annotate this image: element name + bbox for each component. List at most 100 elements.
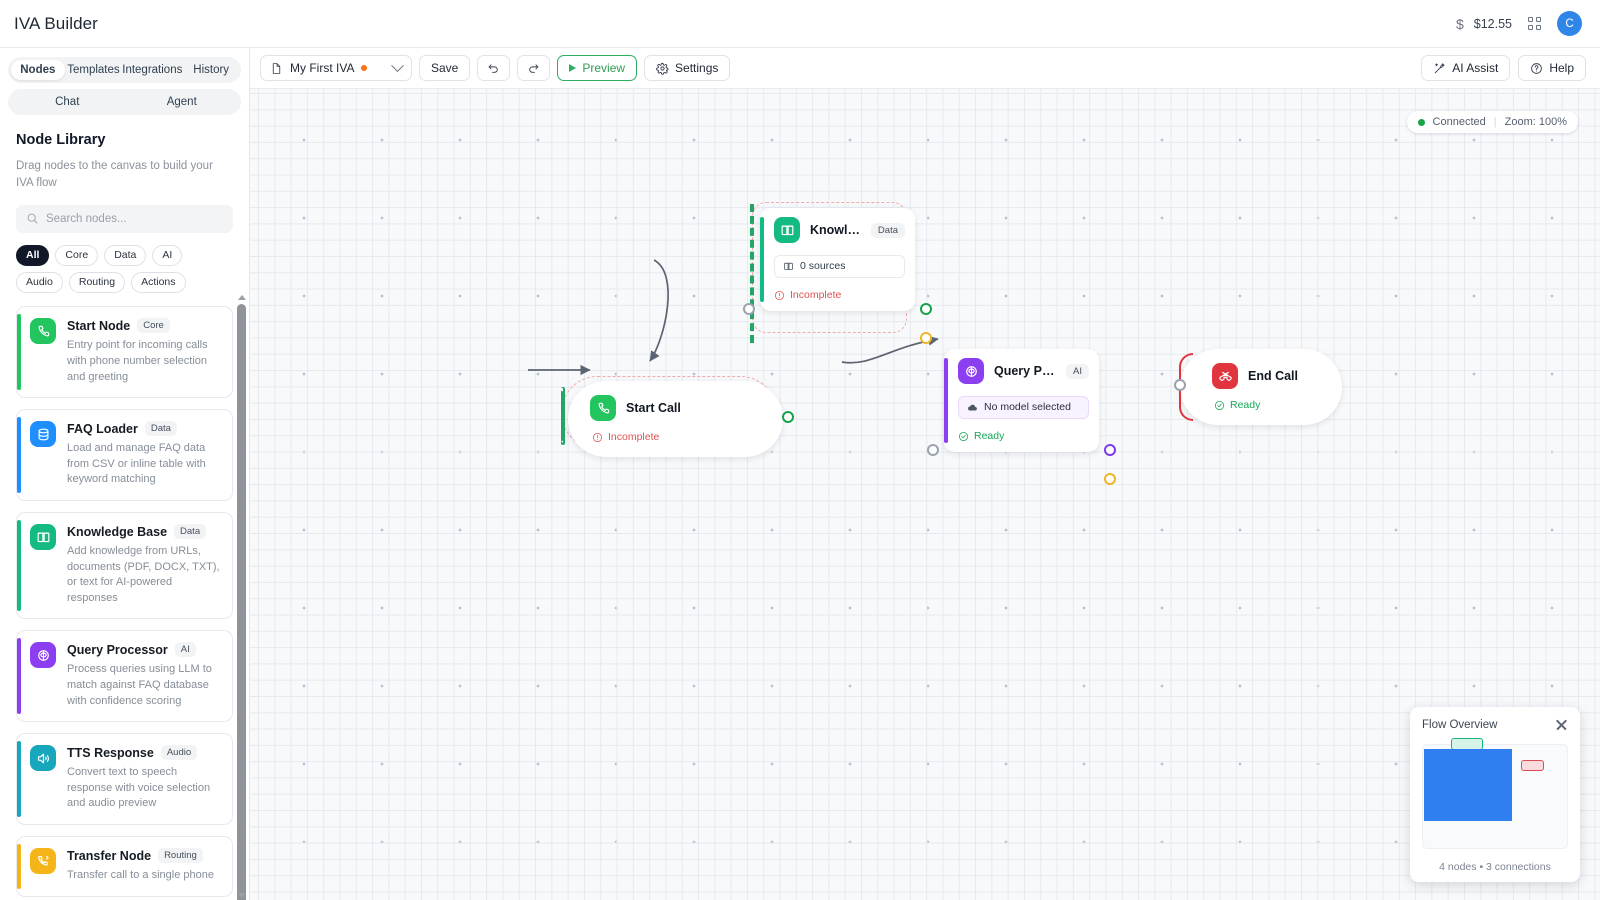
library-node-name: Transfer Node	[67, 848, 152, 863]
canvas-node-start-call[interactable]: Start Call Incomplete	[561, 381, 794, 457]
preview-label: Preview	[582, 61, 626, 75]
node-title-row: Query Pro... AI	[958, 358, 1089, 384]
library-node-faq-loader[interactable]: FAQ Loader Data Load and manage FAQ data…	[16, 409, 233, 501]
tab-chat[interactable]: Chat	[55, 96, 80, 108]
edge-knowledge-to-query	[649, 259, 669, 362]
alt-output-handle-knowledge-base[interactable]	[920, 332, 932, 344]
tab-agent[interactable]: Agent	[166, 96, 197, 108]
connection-status: Connected	[1432, 116, 1486, 128]
library-node-body: Start Node Core Entry point for incoming…	[67, 318, 221, 385]
library-node-description: Load and manage FAQ data from CSV or inl…	[67, 442, 206, 486]
help-label: Help	[1549, 61, 1574, 75]
library-node-body: Transfer Node Routing Transfer call to a…	[67, 848, 221, 884]
library-node-knowledge-base[interactable]: Knowledge Base Data Add knowledge from U…	[16, 512, 233, 620]
avatar[interactable]: C	[1557, 11, 1582, 36]
scroll-up-icon[interactable]	[237, 295, 246, 301]
flow-canvas[interactable]: Connected | Zoom: 100%	[250, 89, 1600, 900]
settings-button[interactable]: Settings	[644, 55, 731, 81]
search-icon	[27, 213, 38, 225]
library-node-transfer-node[interactable]: Transfer Node Routing Transfer call to a…	[16, 836, 233, 897]
alt-output-handle-query-processor[interactable]	[1104, 473, 1116, 485]
input-handle-query-processor[interactable]	[927, 444, 939, 456]
flow-selector[interactable]: My First IVA	[260, 55, 412, 81]
filter-all[interactable]: All	[16, 245, 50, 267]
node-tag: AI	[1066, 363, 1089, 379]
tab-nodes[interactable]: Nodes	[11, 60, 65, 80]
node-library-subtitle: Drag nodes to the canvas to build your I…	[16, 160, 213, 189]
library-node-name: Query Processor	[67, 642, 168, 657]
redo-button[interactable]	[517, 55, 551, 81]
gear-icon	[656, 62, 669, 75]
filter-audio[interactable]: Audio	[16, 272, 63, 294]
ai-assist-button[interactable]: AI Assist	[1421, 55, 1511, 81]
library-node-tag: Data	[144, 421, 177, 437]
node-status-label: Incomplete	[790, 289, 842, 301]
library-node-description: Convert text to speech response with voi…	[67, 766, 211, 810]
ai-assist-label: AI Assist	[1452, 61, 1499, 75]
apps-grid-icon[interactable]	[1528, 17, 1541, 30]
node-status-label: Incomplete	[608, 431, 660, 443]
canvas-status-badge: Connected | Zoom: 100%	[1406, 111, 1578, 133]
preview-button[interactable]: Preview	[557, 55, 638, 81]
search-input[interactable]	[16, 205, 233, 234]
library-node-description: Transfer call to a single phone	[67, 869, 214, 882]
close-icon[interactable]	[1555, 718, 1568, 731]
library-header: Node Library Drag nodes to the canvas to…	[0, 115, 249, 191]
library-node-description: Add knowledge from URLs, documents (PDF,…	[67, 545, 220, 604]
library-node-description: Entry point for incoming calls with phon…	[67, 339, 208, 383]
status-separator: |	[1493, 116, 1497, 128]
scroll-down-icon[interactable]	[237, 893, 246, 898]
help-button[interactable]: Help	[1518, 55, 1586, 81]
tab-integrations[interactable]: Integrations	[122, 64, 183, 76]
phone-icon	[30, 318, 56, 345]
library-node-tag: Data	[174, 524, 207, 539]
undo-icon	[489, 63, 499, 73]
question-circle-icon	[1531, 62, 1543, 74]
output-handle-knowledge-base[interactable]	[920, 303, 932, 315]
category-filters: All Core Data AI Audio Routing Actions	[0, 233, 249, 294]
library-node-header: Query Processor AI	[67, 642, 221, 658]
sidebar-scrollbar[interactable]	[237, 293, 246, 900]
magic-wand-icon	[1435, 62, 1445, 73]
node-field-model[interactable]: No model selected	[958, 396, 1089, 419]
library-node-tts-response[interactable]: TTS Response Audio Convert text to speec…	[16, 733, 233, 826]
filter-routing[interactable]: Routing	[68, 272, 126, 294]
canvas-node-query-processor[interactable]: Query Pro... AI No model selected Ready	[927, 349, 1116, 485]
canvas-node-end-call[interactable]: End Call Ready	[1174, 349, 1342, 425]
minimap-canvas[interactable]	[1422, 738, 1568, 849]
body-split: Nodes Templates Integrations History Cha…	[0, 48, 1600, 900]
library-node-description: Process queries using LLM to match again…	[67, 663, 212, 707]
filter-core[interactable]: Core	[55, 245, 99, 267]
connected-dot-icon	[1417, 118, 1425, 126]
node-status: Incomplete	[774, 289, 905, 301]
library-node-tag: Core	[137, 318, 170, 334]
check-circle-icon	[958, 431, 969, 441]
minimap-viewport[interactable]	[1424, 749, 1512, 821]
filter-actions[interactable]: Actions	[131, 272, 186, 294]
filter-ai[interactable]: AI	[152, 245, 183, 267]
output-handle-start-call[interactable]	[782, 411, 794, 423]
zoom-level: Zoom: 100%	[1504, 116, 1567, 128]
save-button[interactable]: Save	[419, 55, 471, 81]
database-icon	[30, 421, 56, 448]
input-handle-end-call[interactable]	[1174, 379, 1186, 391]
undo-button[interactable]	[477, 55, 511, 81]
node-tag: Data	[870, 222, 905, 238]
node-status-label: Ready	[1230, 399, 1261, 411]
canvas-node-knowledge-base[interactable]: Knowled... Data 0 sources Incomplete	[743, 204, 932, 344]
library-node-start-node[interactable]: Start Node Core Entry point for incoming…	[16, 306, 233, 399]
output-handle-query-processor[interactable]	[1104, 444, 1116, 456]
filter-data[interactable]: Data	[104, 245, 147, 267]
toolbar-left: My First IVA Save Preview	[260, 55, 731, 81]
check-circle-icon	[1214, 400, 1225, 410]
tab-history[interactable]: History	[193, 64, 230, 76]
library-node-header: Transfer Node Routing	[67, 848, 221, 864]
tab-templates[interactable]: Templates	[67, 64, 120, 76]
library-node-body: FAQ Loader Data Load and manage FAQ data…	[67, 421, 221, 488]
scrollbar-thumb[interactable]	[237, 304, 246, 900]
node-field-value: 0 sources	[800, 260, 846, 272]
library-node-header: TTS Response Audio	[67, 745, 221, 761]
library-node-query-processor[interactable]: Query Processor AI Process queries using…	[16, 630, 233, 723]
node-field-sources[interactable]: 0 sources	[774, 255, 905, 278]
input-handle-knowledge-base[interactable]	[743, 303, 755, 315]
